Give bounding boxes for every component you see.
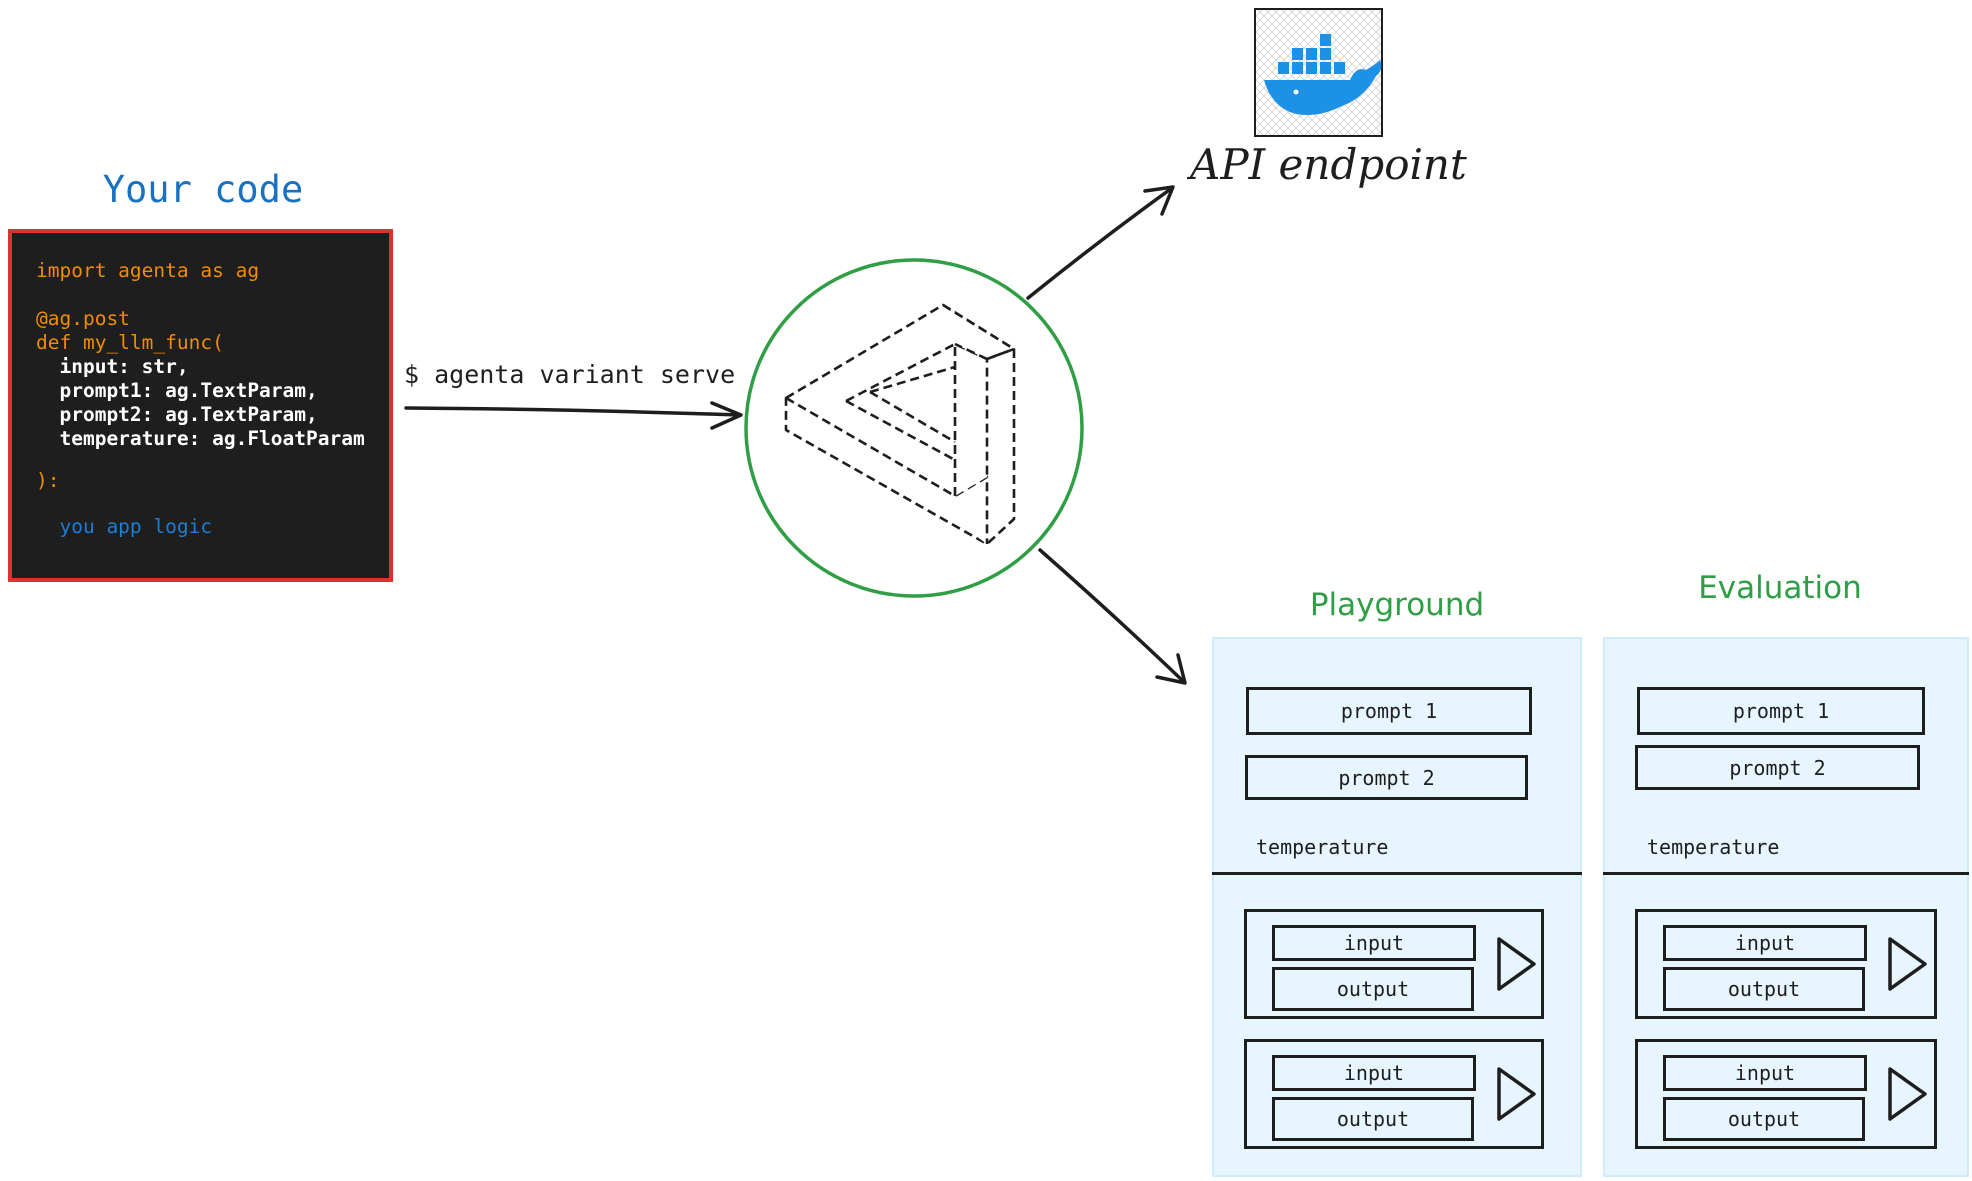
- play-icon[interactable]: [1496, 1066, 1538, 1122]
- evaluation-output-field: output: [1663, 967, 1865, 1011]
- serve-command-label: $ agenta variant serve: [404, 360, 736, 389]
- code-line: ):: [36, 469, 60, 492]
- play-icon[interactable]: [1887, 936, 1929, 992]
- evaluation-title: Evaluation: [1698, 570, 1862, 606]
- ui-arrow: [1038, 548, 1187, 685]
- playground-panel: prompt 1 prompt 2 temperature input outp…: [1212, 637, 1582, 1177]
- evaluation-input-field[interactable]: input: [1663, 1055, 1867, 1091]
- playground-output-field: output: [1272, 967, 1474, 1011]
- code-line: input: str,: [36, 355, 189, 378]
- playground-prompt1-field[interactable]: prompt 1: [1246, 687, 1532, 735]
- playground-temperature-label: temperature: [1256, 835, 1389, 859]
- playground-prompt2-field[interactable]: prompt 2: [1245, 755, 1528, 800]
- evaluation-panel: prompt 1 prompt 2 temperature input outp…: [1603, 637, 1969, 1177]
- code-line: def my_llm_func(: [36, 331, 224, 354]
- agenta-logo-circle: [744, 258, 1084, 598]
- serve-arrow: [404, 401, 743, 430]
- evaluation-temperature-label: temperature: [1647, 835, 1780, 859]
- api-arrow: [1026, 185, 1175, 300]
- playground-output-field: output: [1272, 1097, 1474, 1141]
- evaluation-test-row: input output: [1635, 909, 1937, 1019]
- playground-divider: [1212, 872, 1582, 875]
- playground-title: Playground: [1309, 587, 1485, 623]
- play-icon[interactable]: [1496, 936, 1538, 992]
- code-line: temperature: ag.FloatParam: [36, 427, 365, 450]
- evaluation-prompt2-field[interactable]: prompt 2: [1635, 745, 1920, 790]
- evaluation-input-field[interactable]: input: [1663, 925, 1867, 961]
- code-line: @ag.post: [36, 307, 130, 330]
- api-endpoint-label: API endpoint: [1190, 140, 1467, 189]
- evaluation-output-field: output: [1663, 1097, 1865, 1141]
- code-line: import agenta as ag: [36, 259, 260, 282]
- evaluation-divider: [1603, 872, 1969, 875]
- code-line: prompt1: ag.TextParam,: [36, 379, 318, 402]
- playground-input-field[interactable]: input: [1272, 1055, 1476, 1091]
- code-line: you app logic: [36, 515, 213, 538]
- code-panel: import agenta as ag @ag.post def my_llm_…: [8, 229, 393, 582]
- code-panel-title: Your code: [102, 168, 304, 211]
- playground-test-row: input output: [1244, 1039, 1544, 1149]
- evaluation-prompt1-field[interactable]: prompt 1: [1637, 687, 1925, 735]
- evaluation-test-row: input output: [1635, 1039, 1937, 1149]
- agenta-triangle-logo-icon: [784, 303, 1016, 546]
- docker-whale-icon: [1254, 8, 1383, 137]
- playground-test-row: input output: [1244, 909, 1544, 1019]
- play-icon[interactable]: [1887, 1066, 1929, 1122]
- playground-input-field[interactable]: input: [1272, 925, 1476, 961]
- code-line: prompt2: ag.TextParam,: [36, 403, 318, 426]
